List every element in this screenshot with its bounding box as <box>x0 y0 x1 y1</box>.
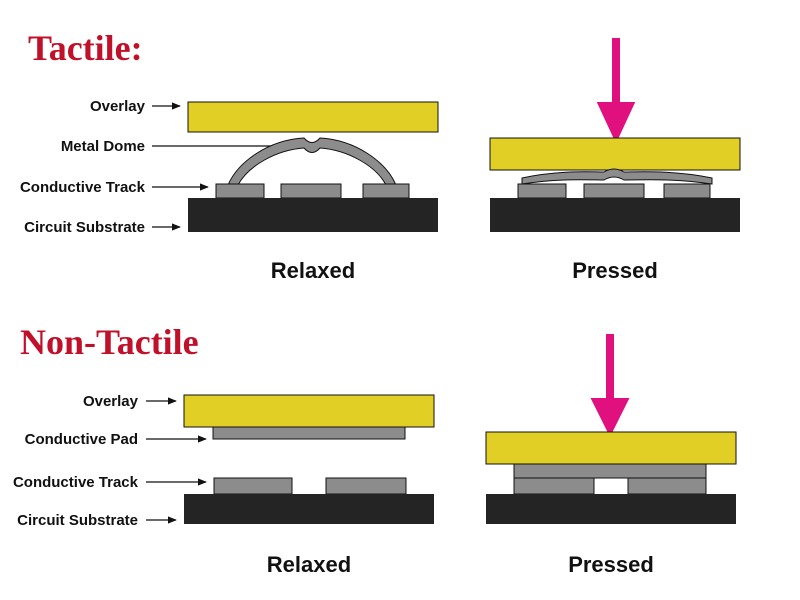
non-tactile-relaxed-illustration <box>183 394 435 524</box>
non-tactile-title: Non-Tactile <box>20 322 199 362</box>
non-tactile-circuit-substrate-label: Circuit Substrate <box>17 512 138 529</box>
non-tactile-pressed-illustration <box>485 334 737 524</box>
non-tactile-section: Non-Tactile Overlay Conductive Pad Condu… <box>13 322 737 577</box>
tactile-relaxed-illustration <box>187 101 439 232</box>
tactile-pressed-metal-dome <box>521 168 713 185</box>
non-tactile-relaxed-overlay <box>183 394 435 428</box>
non-tactile-pressed-caption: Pressed <box>568 552 654 577</box>
tactile-relaxed-caption: Relaxed <box>271 258 355 283</box>
non-tactile-pressed-track-left <box>513 477 595 495</box>
tactile-pressed-substrate <box>490 198 740 232</box>
tactile-relaxed-track-center <box>280 183 342 199</box>
tactile-relaxed-overlay <box>187 101 439 133</box>
tactile-relaxed-metal-dome <box>227 137 397 186</box>
non-tactile-pressed-track-right <box>627 477 707 495</box>
tactile-pressed-illustration <box>489 38 741 232</box>
tactile-conductive-track-label: Conductive Track <box>20 179 146 196</box>
tactile-section: Tactile: Overlay Metal Dome Conductive T… <box>20 28 741 283</box>
non-tactile-pressed-substrate <box>486 494 736 524</box>
non-tactile-conductive-track-label: Conductive Track <box>13 474 139 491</box>
tactile-relaxed-substrate <box>188 198 438 232</box>
non-tactile-relaxed-pad <box>212 426 406 440</box>
tactile-pressed-caption: Pressed <box>572 258 658 283</box>
tactile-metal-dome-label: Metal Dome <box>61 138 145 155</box>
non-tactile-relaxed-track-right <box>325 477 407 495</box>
tactile-relaxed-track-left <box>215 183 265 199</box>
non-tactile-press-arrow <box>590 334 630 437</box>
tactile-circuit-substrate-label: Circuit Substrate <box>24 219 145 236</box>
non-tactile-relaxed-caption: Relaxed <box>267 552 351 577</box>
tactile-pressed-track-left <box>517 183 567 199</box>
non-tactile-conductive-pad-label: Conductive Pad <box>25 431 138 448</box>
non-tactile-relaxed-substrate <box>184 494 434 524</box>
tactile-relaxed-track-right <box>362 183 410 199</box>
non-tactile-pressed-overlay <box>485 431 737 465</box>
non-tactile-relaxed-track-left <box>213 477 293 495</box>
tactile-pressed-track-right <box>663 183 711 199</box>
tactile-title: Tactile: <box>28 28 143 68</box>
tactile-pressed-track-center <box>583 183 645 199</box>
tactile-press-arrow <box>596 38 636 144</box>
tactile-overlay-label: Overlay <box>90 98 146 115</box>
non-tactile-pressed-pad <box>513 463 707 479</box>
tactile-pressed-overlay <box>489 137 741 171</box>
non-tactile-overlay-label: Overlay <box>83 393 139 410</box>
